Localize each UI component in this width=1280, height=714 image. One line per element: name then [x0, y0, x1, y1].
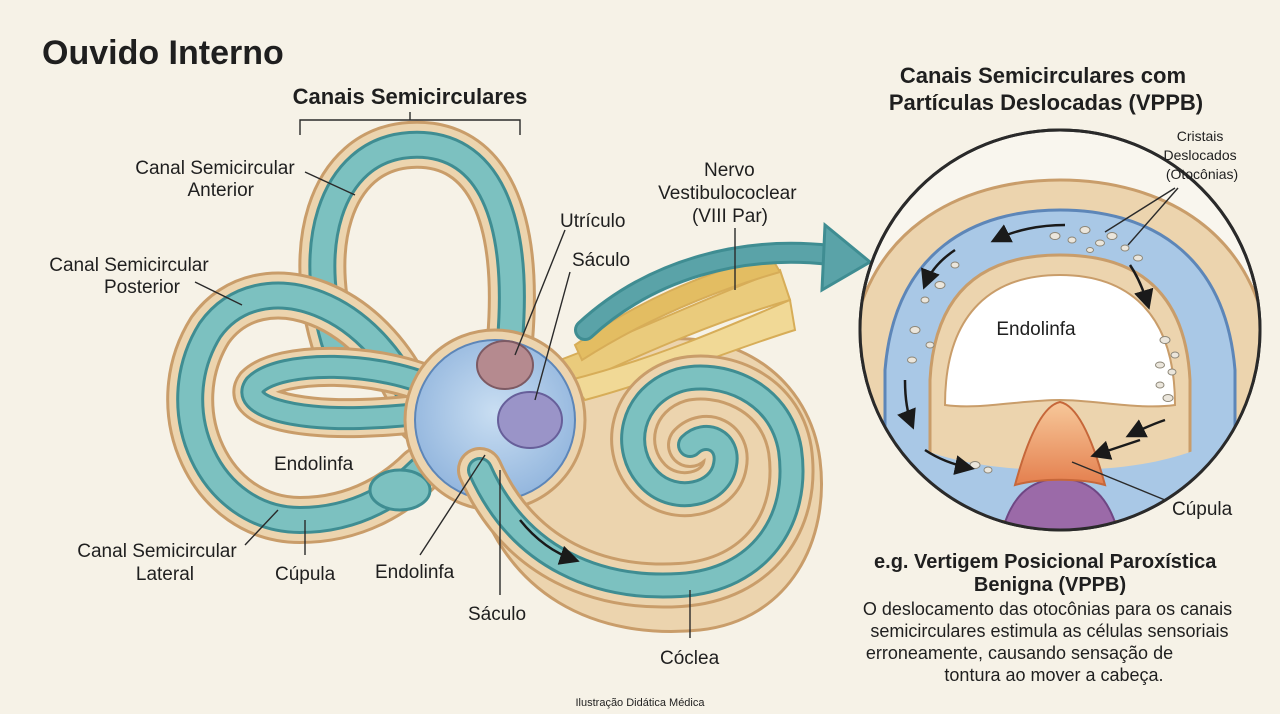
caption-body: O deslocamento das otocônias para os can…: [863, 599, 1237, 685]
label-saculo-upper: Sáculo: [572, 250, 630, 271]
label-saculo-lower: Sáculo: [468, 604, 526, 625]
canals-bracket: [299, 112, 521, 135]
label-coclea: Cóclea: [660, 648, 720, 669]
label-utriculo: Utrículo: [560, 211, 625, 232]
bppv-inset: [858, 128, 1262, 532]
footer-credit: Ilustração Didática Médica: [575, 697, 705, 709]
page-title: Ouvido Interno: [42, 34, 284, 72]
inset-endolymph: [943, 273, 1177, 408]
inset-flow-arrows: [897, 223, 1166, 475]
label-inset-endolinfa: Endolinfa: [996, 319, 1076, 340]
endolymph-flow-arrow: [519, 519, 580, 565]
saccule: [497, 391, 563, 449]
cupula: [1013, 400, 1107, 487]
leader-lines: [194, 171, 736, 638]
canals-group-heading: Canais Semicirculares: [293, 84, 528, 109]
label-endolinfa-inner: Endolinfa: [274, 454, 354, 475]
caption-heading: e.g. Vertigem Posicional Paroxística Ben…: [874, 551, 1222, 596]
vestibulocochlear-nerve: [558, 253, 797, 402]
label-nerve: Nervo Vestibulococlear (VIII Par): [658, 160, 802, 227]
utricle: [476, 340, 534, 390]
label-posterior-canal: Canal Semicircular Posterior: [49, 255, 214, 298]
label-crystals: Cristais Deslocados (Otocônias): [1163, 128, 1240, 182]
inner-ear-illustration: [166, 120, 873, 633]
label-lateral-canal: Canal Semicircular Lateral: [77, 541, 242, 585]
label-inset-cupula: Cúpula: [1172, 499, 1233, 520]
label-anterior-canal: Canal Semicircular Anterior: [135, 158, 300, 201]
inset-heading: Canais Semicirculares com Partículas Des…: [889, 63, 1203, 115]
ampulla: [368, 468, 432, 512]
label-endolinfa-lower: Endolinfa: [375, 562, 455, 583]
label-cupula: Cúpula: [275, 564, 336, 585]
